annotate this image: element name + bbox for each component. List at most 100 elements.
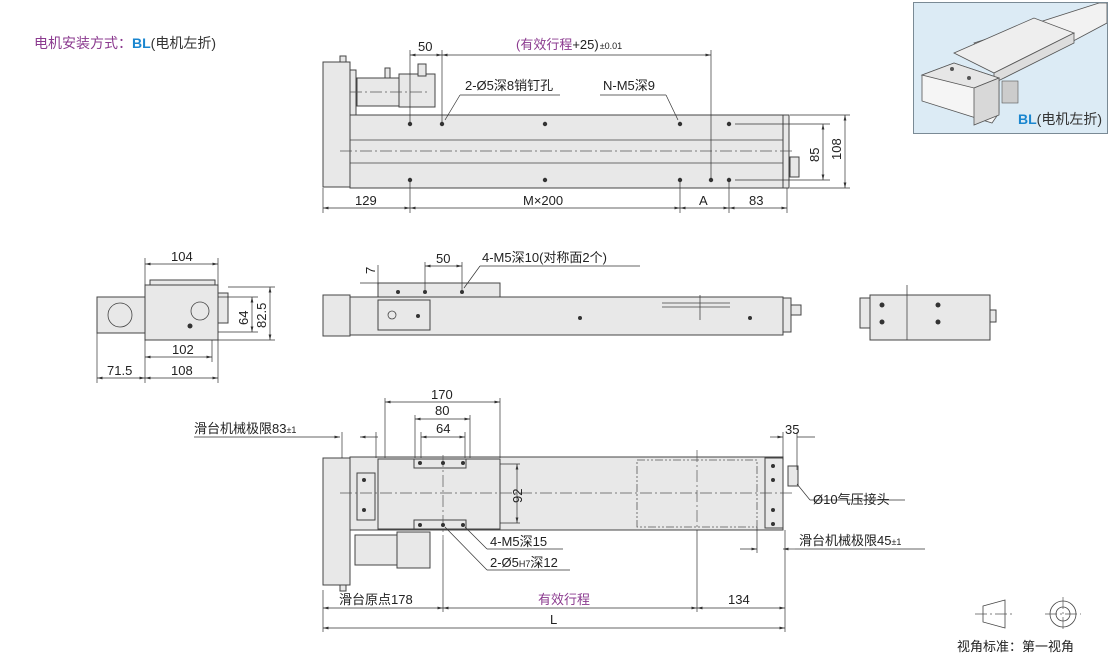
side-tap-hole-callout: 4-M5深10(对称面2个) [482, 250, 607, 265]
dim-l: L [550, 612, 557, 627]
pin-hole-tol: H7 [519, 559, 531, 569]
stroke-plus: +25) [572, 37, 598, 52]
svg-text:滑台机械极限83±1: 滑台机械极限83±1 [194, 421, 296, 436]
hole-mark [708, 177, 714, 183]
dim-7: 7 [363, 267, 378, 274]
hole-mark [190, 301, 210, 321]
hole-mark [107, 302, 133, 328]
hole-mark [396, 290, 400, 294]
left-end-view: 104 64 82.5 102 71.5 108 [96, 249, 275, 383]
pin-hole-b: 深12 [530, 555, 557, 570]
dim-170: 170 [431, 387, 453, 402]
bottom-body [349, 456, 784, 531]
hole-mark [771, 522, 775, 526]
limit-right-tol: ±1 [891, 537, 901, 547]
part-outline [417, 63, 427, 77]
hole-mark [935, 319, 941, 325]
limit-left-tol: ±1 [286, 425, 296, 435]
hole-mark [879, 319, 885, 325]
hole-mark [950, 67, 954, 71]
carriage-phantom [636, 459, 758, 528]
part-outline [989, 309, 997, 323]
hole-mark [542, 177, 548, 183]
hole-mark [441, 461, 445, 465]
projection-label: 视角标准：第一视角 [957, 639, 1075, 654]
dim-134: 134 [728, 592, 750, 607]
part-outline [869, 294, 991, 341]
end-plate [144, 284, 219, 341]
dim-64-bottom: 64 [436, 421, 450, 436]
hole-mark [407, 177, 413, 183]
part-outline [384, 67, 391, 79]
first-angle-projection-icon [975, 597, 1081, 631]
air-fitting-callout: Ø10气压接头 [813, 492, 890, 507]
hole-mark [418, 523, 422, 527]
part-outline [339, 55, 347, 63]
hole-mark [416, 314, 420, 318]
motor-mount-heading: 电机安装方式：BL(电机左折) [34, 33, 216, 53]
inset-desc: (电机左折) [1036, 111, 1102, 127]
hole-mark [677, 177, 683, 183]
dim-83: 83 [749, 193, 763, 208]
dim-108: 108 [829, 138, 844, 160]
dim-71-5: 71.5 [107, 363, 132, 378]
hole-mark [771, 464, 775, 468]
hole-mark [879, 302, 885, 308]
part-outline [149, 279, 216, 286]
dimension-line [463, 265, 481, 289]
part-outline [356, 472, 376, 521]
hole-mark [407, 121, 413, 127]
svg-text:(有效行程+25)±0.01: (有效行程+25)±0.01 [516, 37, 622, 52]
heading-desc: (电机左折) [150, 35, 216, 51]
actuator-body [349, 114, 784, 189]
hole-mark [726, 121, 732, 127]
dim-a: A [699, 193, 708, 208]
dim-50-side: 50 [436, 251, 450, 266]
stroke-dim: 有效行程 [538, 592, 590, 607]
dimension-line [464, 526, 488, 550]
dim-m200: M×200 [523, 193, 563, 208]
part-outline [764, 457, 784, 529]
part-outline [96, 296, 146, 334]
hole-mark [1049, 600, 1077, 628]
part-outline [217, 292, 229, 324]
part-outline [413, 519, 467, 530]
part-outline [322, 294, 351, 337]
dimension-line [796, 483, 811, 501]
hole-mark [387, 310, 397, 320]
hole-mark [771, 508, 775, 512]
hole-mark [1055, 606, 1071, 622]
dim-104: 104 [171, 249, 193, 264]
dim-108-side: 108 [171, 363, 193, 378]
hole-mark [771, 478, 775, 482]
hole-mark [362, 478, 366, 482]
dimension-line [665, 94, 679, 121]
part-outline [349, 69, 357, 116]
top-view: 50 (有效行程+25)±0.01 2-Ø5深8销钉孔 N-M5深9 129 M… [322, 37, 850, 213]
inset-code: BL [1018, 111, 1037, 127]
inset-label: BL(电机左折) [1018, 109, 1102, 129]
part-outline [322, 457, 351, 586]
dim-50: 50 [418, 39, 432, 54]
side-view: 7 50 4-M5深10(对称面2个) [322, 250, 802, 337]
hole-mark [418, 461, 422, 465]
hole-mark [578, 316, 582, 320]
isometric-inset: BL(电机左折) [913, 2, 1108, 134]
part-outline [377, 299, 431, 331]
part-outline [790, 304, 802, 316]
part-outline [339, 584, 347, 592]
hole-mark [187, 323, 193, 329]
hole-mark [461, 461, 465, 465]
origin-dim: 滑台原点178 [339, 592, 413, 607]
hole-mark [423, 290, 427, 294]
hole-mark [726, 177, 732, 183]
part-outline [789, 156, 800, 178]
part-outline [859, 297, 871, 329]
pin-hole-a: 2-Ø5 [490, 555, 519, 570]
dim-92: 92 [510, 489, 525, 503]
stroke-label: (有效行程 [516, 37, 572, 52]
heading-label: 电机安装方式： [34, 35, 132, 51]
side-body [349, 296, 784, 336]
hole-mark [935, 302, 941, 308]
part-outline [782, 114, 790, 189]
